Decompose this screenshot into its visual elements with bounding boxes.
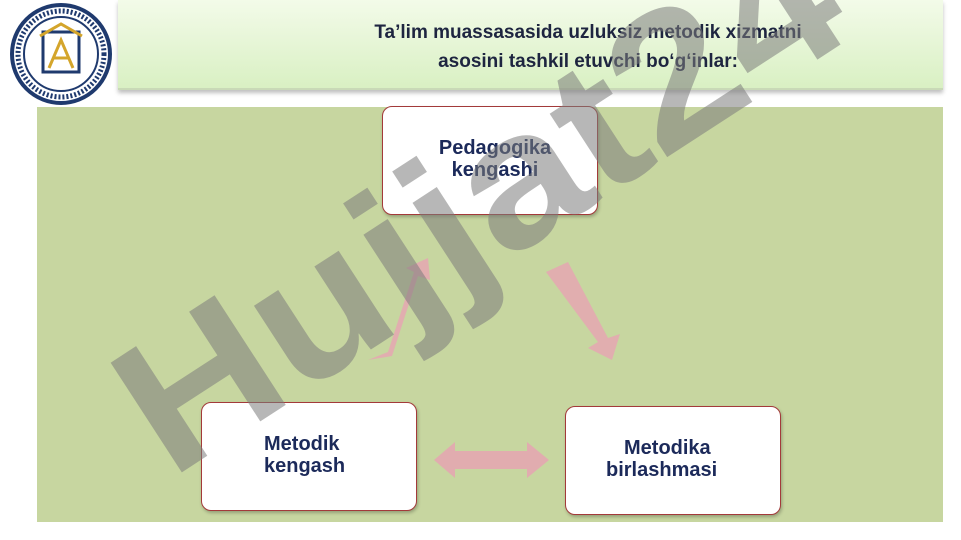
node-pedagogika-line-1: Pedagogika [438,137,552,159]
node-pedagogika-line-2: kengashi [451,159,539,181]
slide-title: Ta’lim muassasasida uzluksiz metodik xiz… [268,18,908,76]
double-arrow-horizontal [434,442,549,478]
arrow-down-right [546,262,620,360]
node-metodik-line-2: kengash [264,455,346,477]
institution-logo [4,2,118,106]
node-birlashma-line-2: birlashmasi [606,459,718,481]
node-metodik-line-1: Metodik [264,433,340,455]
node-birlashma-line-1: Metodika [624,437,711,459]
title-bar: Ta’lim muassasasida uzluksiz metodik xiz… [118,0,943,90]
slide-title-line-1: Ta’lim muassasasida uzluksiz metodik xiz… [374,22,802,43]
node-metodik-kengash: Metodik kengash [201,402,417,511]
node-metodika-birlashmasi: Metodika birlashmasi [565,406,781,515]
node-pedagogika-kengashi: Pedagogika kengashi [382,106,598,215]
slide-title-line-2: asosini tashkil etuvchi bo‘g‘inlar: [438,51,738,72]
arrow-up-left [368,258,430,360]
